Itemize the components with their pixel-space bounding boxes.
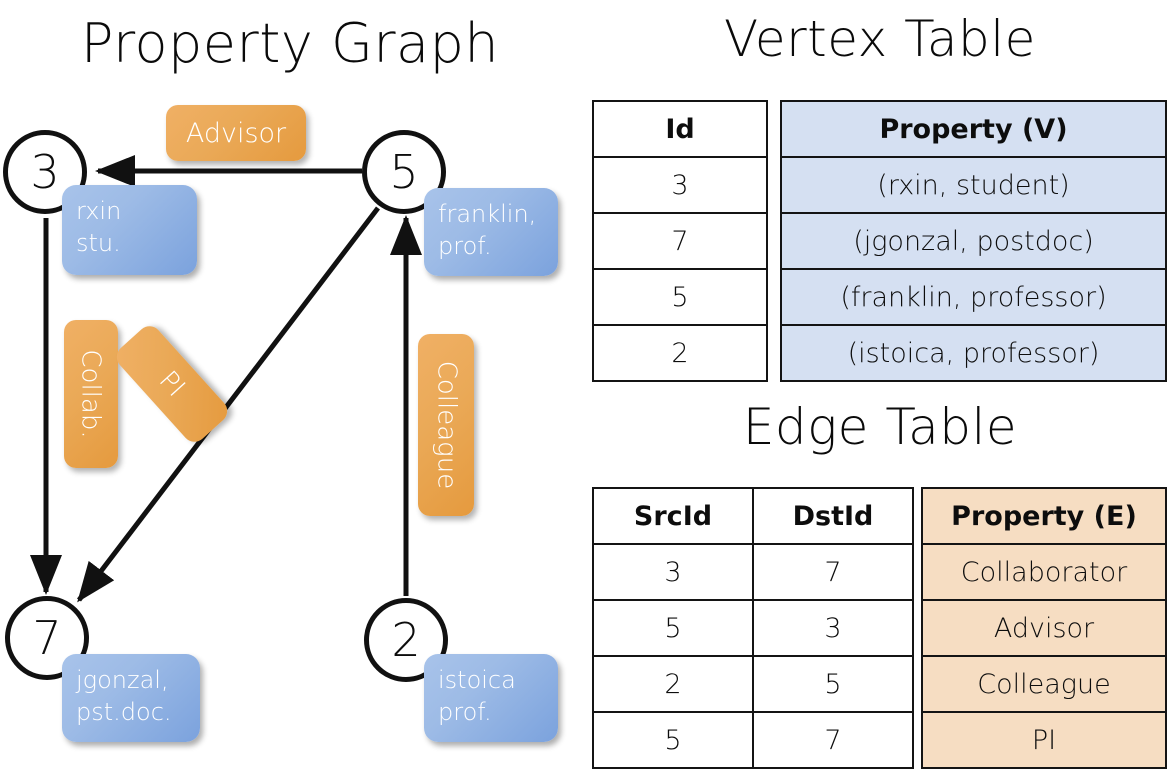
table-header-row: Id [592,100,768,158]
edge-table-cell-srcid: 5 [592,599,754,657]
table-row: (franklin, professor) [780,268,1167,326]
vertex-table-property-column: Property (V) (rxin, student) (jgonzal, p… [780,100,1167,382]
edge-label-colleague: Colleague [418,334,474,516]
table-row: (jgonzal, postdoc) [780,212,1167,270]
vertex-table-cell-id: 7 [592,212,768,270]
table-row: 5 [592,268,768,326]
table-header-row: Property (E) [921,487,1167,545]
vertex-table-cell-property: (rxin, student) [780,156,1167,214]
table-row: 7 [592,212,768,270]
edge-label-advisor: Advisor [166,105,306,161]
edge-table-header-srcid: SrcId [592,487,754,545]
edge-label-advisor-text: Advisor [185,117,287,149]
vertex-table-cell-id: 5 [592,268,768,326]
edge-label-collab: Collab. [64,320,118,468]
vertex-table-header-id: Id [592,100,768,158]
edge-table-header-property: Property (E) [921,487,1167,545]
vertex-property-box-rxin: rxin stu. [62,185,197,275]
edge-table-cell-srcid: 2 [592,655,754,713]
table-row: Colleague [921,655,1167,713]
page-title-vertex-table: Vertex Table [724,10,1036,68]
graph-vertex-7-label: 7 [32,611,62,665]
vertex-property-box-istoica: istoica prof. [424,654,558,742]
table-row: Advisor [921,599,1167,657]
vertex-table-cell-id: 3 [592,156,768,214]
graph-vertex-2[interactable]: 2 [364,598,448,682]
edge-label-colleague-text: Colleague [431,360,462,490]
vertex-property-box-franklin-line1: franklin, [438,200,537,228]
graph-edge-arrows [30,155,422,603]
vertex-property-box-franklin-line2: prof. [438,232,492,261]
vertex-table-id-column: Id 3 7 5 2 [592,100,768,382]
vertex-property-box-jgonzal-line2: pst.doc. [76,698,172,727]
vertex-property-box-istoica-line2: prof. [438,698,492,727]
edge-table-cell-dstid: 3 [752,599,914,657]
vertex-table-cell-id: 2 [592,324,768,382]
table-row: 2 5 [592,655,914,713]
edge-table-cell-property: Collaborator [921,543,1167,601]
edge-table-cell-srcid: 5 [592,711,754,769]
edge-table-src-dst-columns: SrcId DstId 3 7 5 3 2 5 5 7 [592,487,914,769]
vertex-property-box-istoica-line1: istoica [438,666,516,694]
vertex-property-box-jgonzal-line1: jgonzal, [76,666,169,694]
edge-label-pi-text: PI [153,365,191,403]
table-row: 2 [592,324,768,382]
graph-vertex-5[interactable]: 5 [362,130,446,214]
table-row: 5 3 [592,599,914,657]
page-title-property-graph: Property Graph [80,12,500,75]
page-title-edge-table: Edge Table [742,398,1018,456]
table-row: Collaborator [921,543,1167,601]
graph-vertex-5-label: 5 [389,145,419,199]
table-header-row: SrcId DstId [592,487,914,545]
vertex-table-cell-property: (franklin, professor) [780,268,1167,326]
vertex-table-cell-property: (jgonzal, postdoc) [780,212,1167,270]
edge-table-header-dstid: DstId [752,487,914,545]
table-row: 5 7 [592,711,914,769]
edge-arrow-5-to-7 [77,206,380,603]
vertex-property-box-jgonzal: jgonzal, pst.doc. [62,654,200,742]
vertex-property-box-rxin-line1: rxin [76,197,122,225]
edge-table-cell-srcid: 3 [592,543,754,601]
edge-table-cell-dstid: 5 [752,655,914,713]
property-graph-diagram: 3 5 7 2 rxin stu. franklin, prof. jgonza… [0,0,585,760]
vertex-table-cell-property: (istoica, professor) [780,324,1167,382]
edge-table-cell-dstid: 7 [752,711,914,769]
edge-table-cell-dstid: 7 [752,543,914,601]
graph-vertex-3-label: 3 [30,145,60,199]
graph-vertex-2-label: 2 [391,613,421,667]
table-row: 3 [592,156,768,214]
table-row: (rxin, student) [780,156,1167,214]
vertex-property-box-franklin: franklin, prof. [424,188,558,276]
edge-table-cell-property: Colleague [921,655,1167,713]
table-header-row: Property (V) [780,100,1167,158]
vertex-table-header-property: Property (V) [780,100,1167,158]
edge-table-property-column: Property (E) Collaborator Advisor Collea… [921,487,1167,769]
vertex-property-box-rxin-line2: stu. [76,229,121,258]
edge-label-collab-text: Collab. [76,349,106,439]
table-row: (istoica, professor) [780,324,1167,382]
edge-table-cell-property: Advisor [921,599,1167,657]
table-row: 3 7 [592,543,914,601]
